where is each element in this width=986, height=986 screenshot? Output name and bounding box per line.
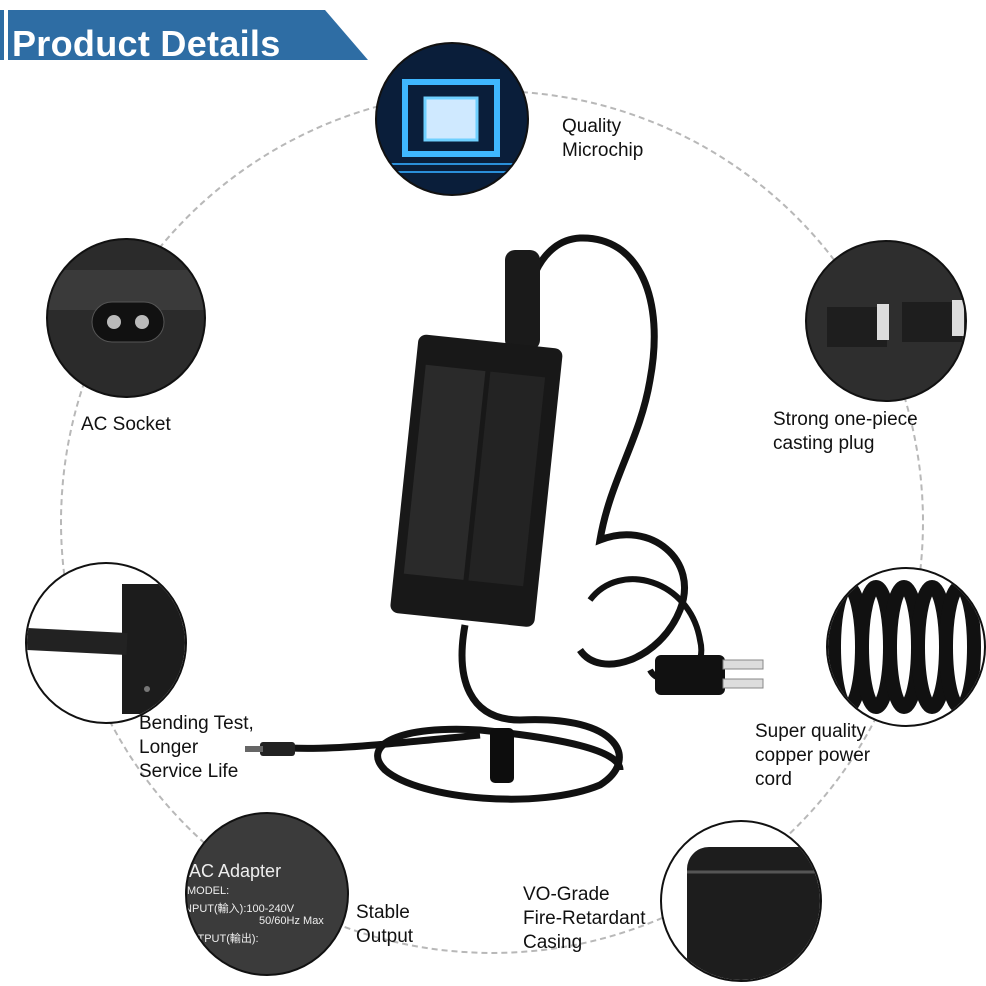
adapter-label-output: OUTPUT(輸出): (185, 933, 259, 945)
ac-socket-icon (48, 270, 204, 343)
ac-socket-bubble (46, 238, 206, 398)
plug-icon (827, 300, 964, 347)
microchip-bubble (375, 42, 529, 196)
adapter-label-freq: 50/60Hz Max (259, 915, 324, 927)
adapter-label-title: AC Adapter (189, 861, 282, 881)
casing-bubble (660, 820, 822, 982)
coiled-cord-bubble (826, 567, 986, 727)
cable-strain-relief-icon (27, 584, 185, 714)
feature-label-ac-socket: AC Socket (81, 414, 171, 435)
plug-bubble (805, 240, 967, 402)
microchip-icon (387, 79, 517, 173)
casing-corner-icon (687, 847, 820, 980)
banner-title: Product Details (12, 23, 281, 64)
adapter-label-icon: AC Adapter MODEL: INPUT(輸入):100-240V 50/… (187, 814, 347, 974)
coiled-cord-icon (828, 580, 981, 714)
adapter-label-input: INPUT(輸入):100-240V (185, 903, 295, 915)
product-details-banner: Product Details (0, 10, 368, 64)
adapter-label-bubble: AC Adapter MODEL: INPUT(輸入):100-240V 50/… (185, 812, 349, 976)
adapter-label-model: MODEL: (187, 885, 230, 897)
strain-relief-bubble (25, 562, 187, 724)
